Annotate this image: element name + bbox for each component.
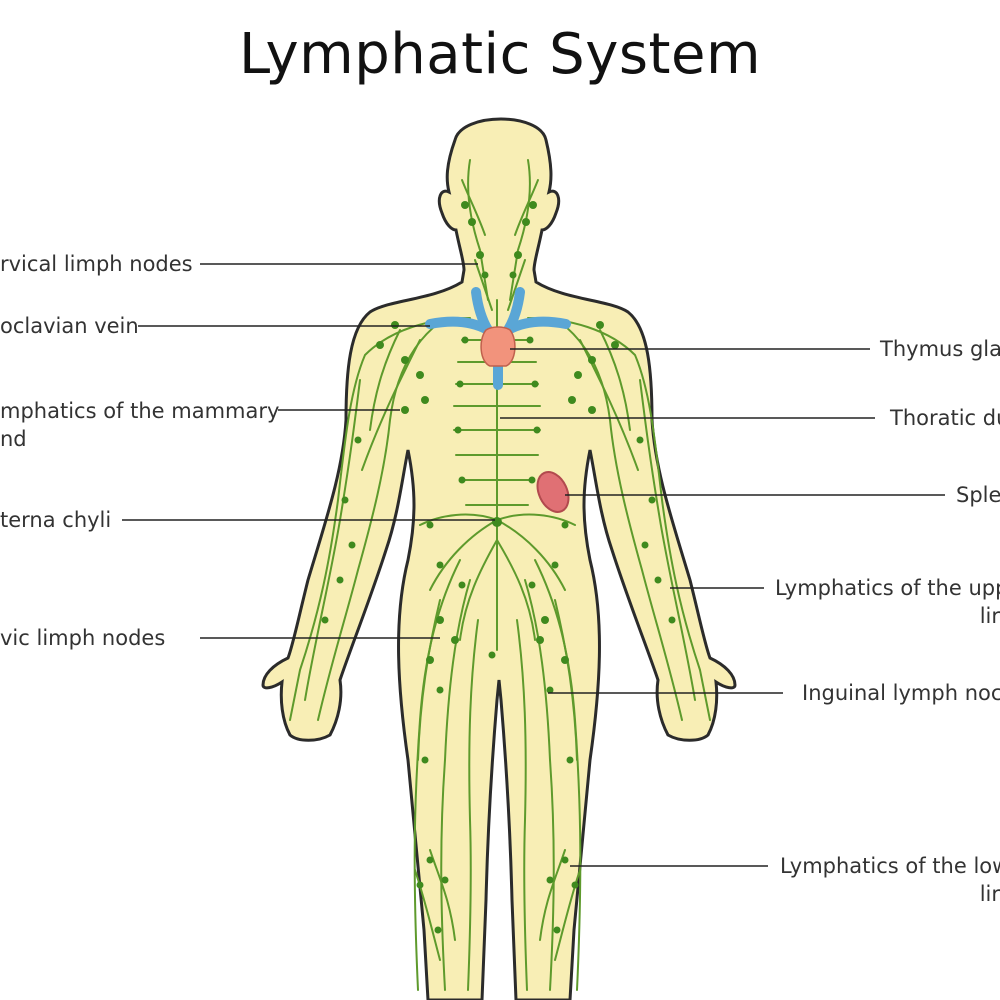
body-outline bbox=[261, 117, 737, 1000]
lymph-nodes bbox=[321, 201, 676, 934]
diagram-title: Lymphatic System bbox=[238, 22, 762, 87]
label-mammary-lymphatics: mphatics of the mammary nd bbox=[0, 399, 280, 451]
thymus-gland bbox=[480, 326, 516, 367]
label-spleen: Sple bbox=[956, 483, 1000, 507]
label-thymus-gland: Thymus gla bbox=[880, 337, 1000, 361]
body-silhouette bbox=[261, 117, 737, 1000]
label-upper-limb-lymphatics: Lymphatics of the upp lir bbox=[775, 576, 1000, 628]
label-subclavian-vein: oclavian vein bbox=[0, 314, 139, 338]
label-thoracic-duct: Thoratic du bbox=[890, 406, 1000, 430]
spleen bbox=[536, 471, 570, 513]
label-inguinal-lymph-nodes: Inguinal lymph noc bbox=[802, 681, 1000, 705]
leader-lines bbox=[122, 263, 945, 867]
label-cervical-lymph-nodes: rvical limph nodes bbox=[0, 252, 193, 276]
label-cisterna-chyli: terna chyli bbox=[0, 508, 112, 532]
label-pelvic-lymph-nodes: vic limph nodes bbox=[0, 626, 166, 650]
label-lower-limb-lymphatics: Lymphatics of the low lir bbox=[780, 854, 1000, 906]
